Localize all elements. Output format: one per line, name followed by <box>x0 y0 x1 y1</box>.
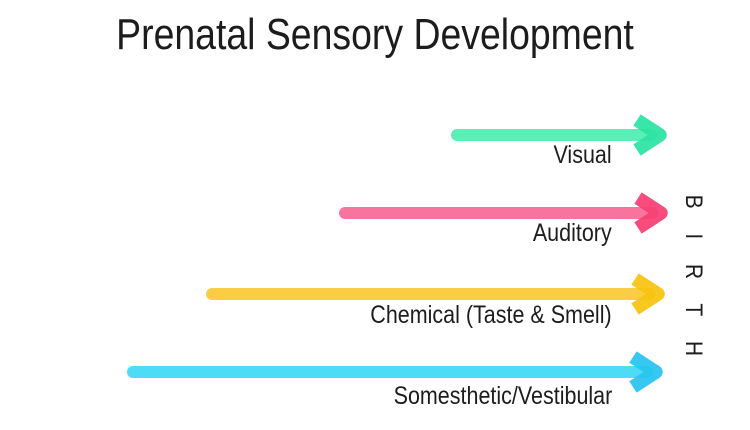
arrow-chemical-taste-smell <box>206 273 665 315</box>
arrowhead-icon <box>633 114 667 156</box>
arrow-label-somesthetic-vestibular: Somesthetic/Vestibular <box>393 382 612 410</box>
arrowhead-icon <box>634 192 668 234</box>
arrow-label-chemical: Chemical (Taste & Smell) <box>370 301 612 329</box>
arrow-auditory <box>339 192 668 234</box>
arrow-label-visual: Visual <box>553 141 612 169</box>
arrowhead-icon <box>629 351 663 393</box>
arrow-visual <box>451 114 667 156</box>
arrow-somesthetic-vestibular <box>127 351 663 393</box>
arrowhead-icon <box>631 273 665 315</box>
birth-axis-label: BIRTH <box>680 194 707 381</box>
arrow-label-auditory: Auditory <box>533 219 612 247</box>
diagram-title: Prenatal Sensory Development <box>116 10 634 59</box>
